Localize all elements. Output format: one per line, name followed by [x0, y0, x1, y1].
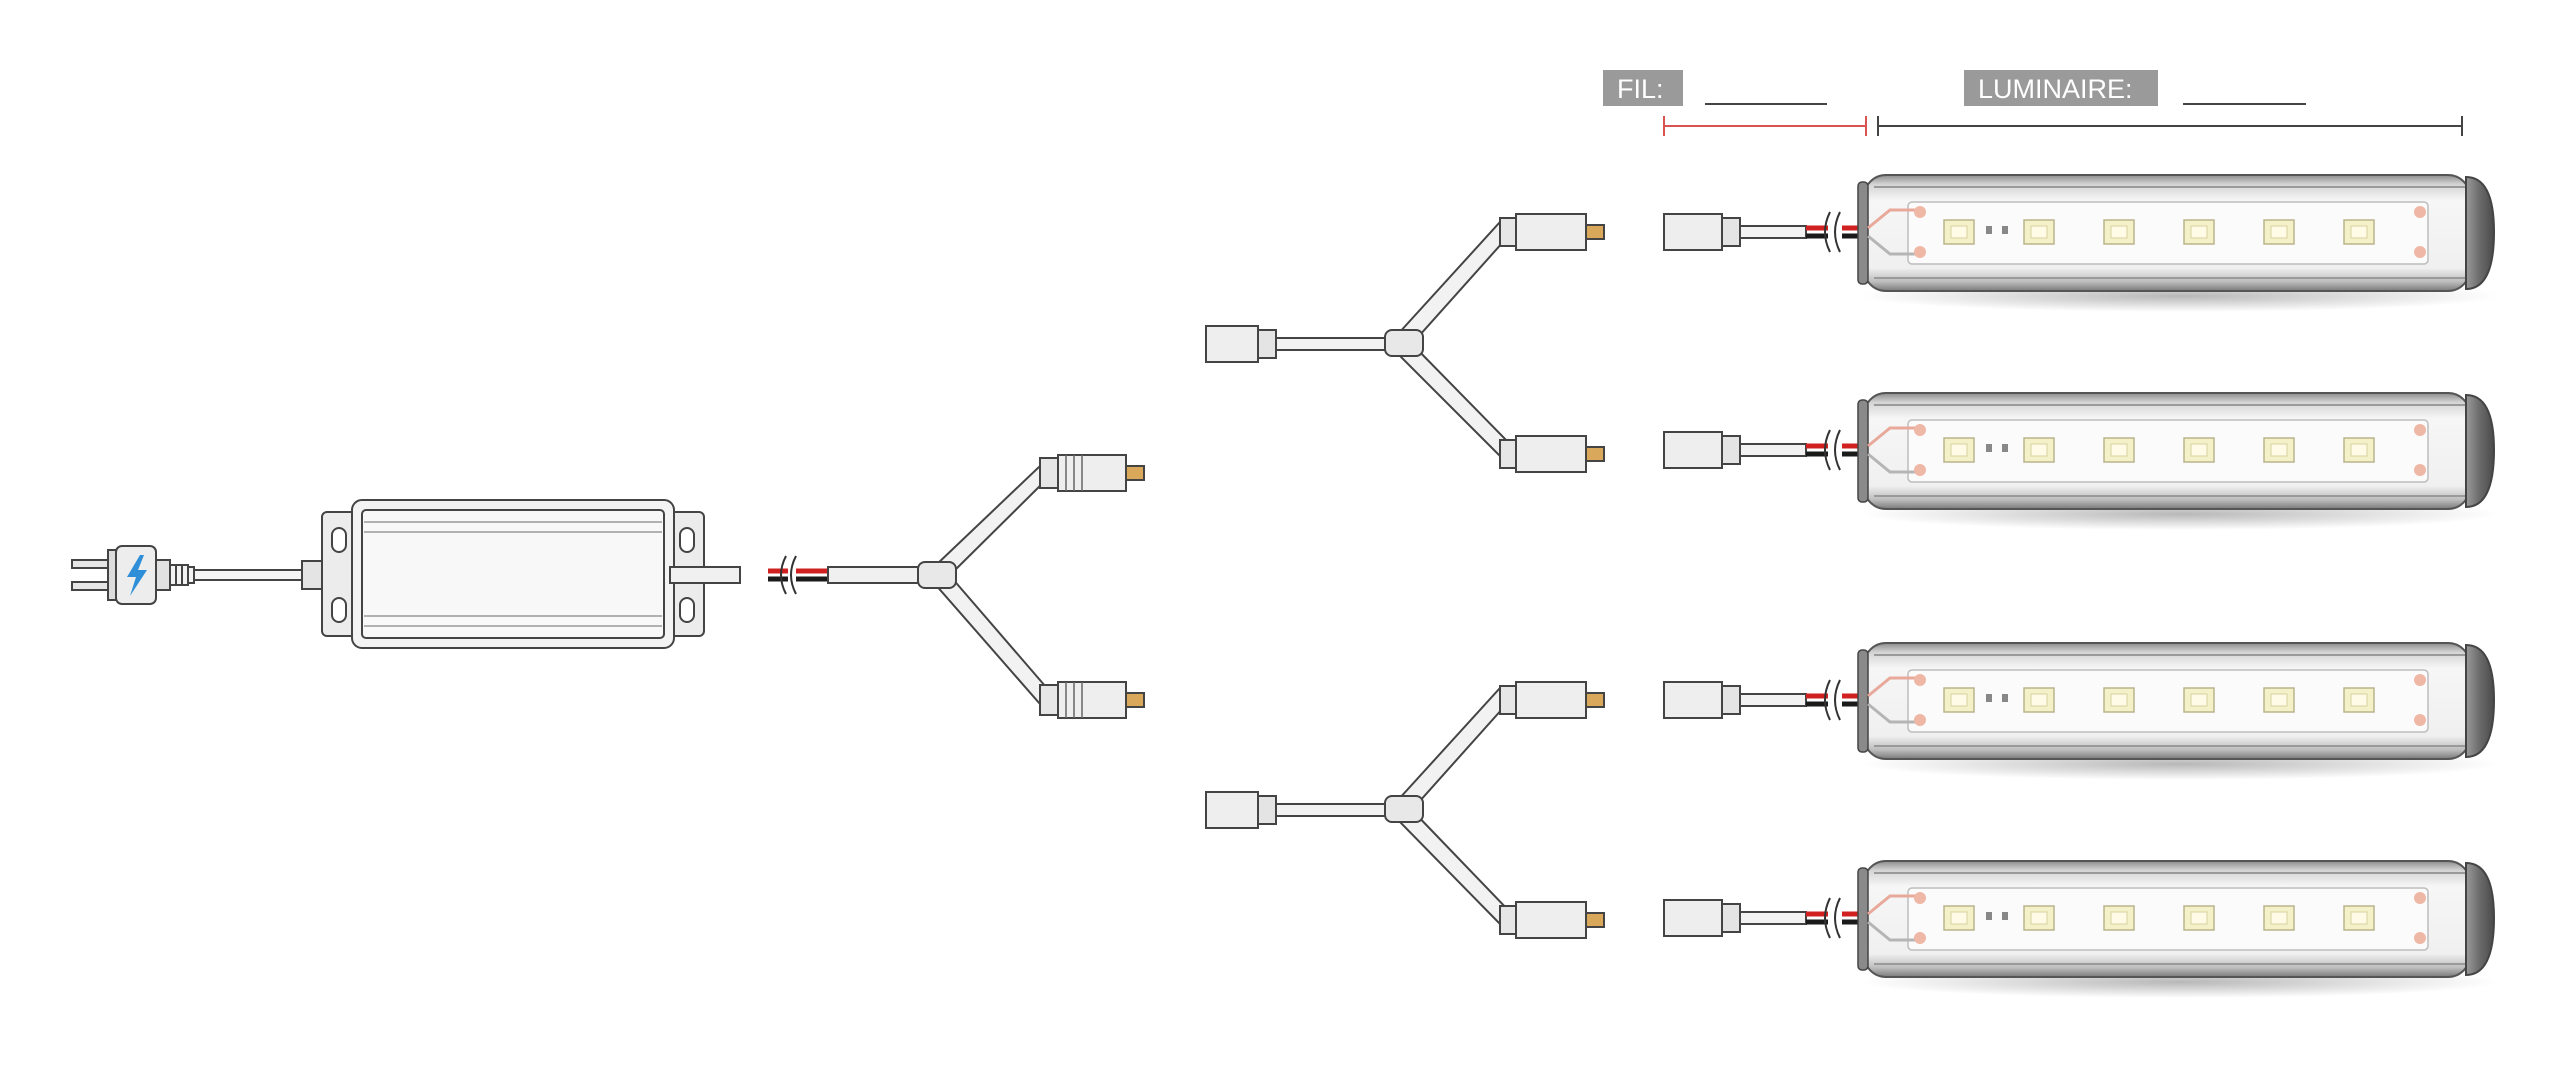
wall-plug	[71, 545, 345, 605]
wire-break-mark	[1824, 679, 1841, 721]
led-chip	[2343, 905, 2375, 931]
dc-female-lead	[1663, 679, 1868, 721]
led-strip	[1907, 419, 2429, 483]
led-chip	[1943, 687, 1975, 713]
solder-pad	[1914, 714, 1926, 726]
led-chip	[2343, 687, 2375, 713]
lightning-bolt-icon	[127, 555, 147, 596]
power-supply	[321, 499, 741, 649]
led-strip	[1907, 201, 2429, 265]
led-chip	[2263, 437, 2295, 463]
plug-prong-bottom	[71, 581, 113, 591]
led-chip	[2103, 219, 2135, 245]
solder-pad	[2414, 246, 2426, 258]
solder-pad	[2414, 892, 2426, 904]
solder-pad	[1914, 424, 1926, 436]
fixture-end-cap	[2465, 643, 2496, 759]
dc-female-lead	[1663, 429, 1868, 471]
fixture-label-box	[1964, 70, 2158, 106]
dc-male-plug-bottom	[1125, 692, 1145, 708]
led-chip	[2263, 219, 2295, 245]
led-chip	[2023, 219, 2055, 245]
wire-label: FIL:	[1617, 74, 1664, 104]
led-fixture	[1663, 392, 2500, 530]
fixture-label: LUMINAIRE:	[1978, 74, 2133, 104]
wire-break-mark	[1824, 897, 1841, 939]
solder-pad	[1914, 674, 1926, 686]
led-chip	[2023, 905, 2055, 931]
y-junction	[917, 561, 957, 589]
led-chip	[2183, 219, 2215, 245]
led-fixture	[1663, 174, 2500, 312]
led-strip	[1907, 669, 2429, 733]
y-splitter-branch-b	[1205, 681, 1605, 939]
led-chip	[2103, 905, 2135, 931]
led-chip	[1943, 219, 1975, 245]
fixture-end-cap	[2465, 393, 2496, 509]
fixture-end-cap	[2465, 175, 2496, 291]
wire-break-mark	[1824, 211, 1841, 253]
wire-break-mark	[1824, 429, 1841, 471]
led-fixture	[1663, 642, 2500, 780]
dc-male-plug-top	[1125, 465, 1145, 481]
dc-female-jack	[1205, 325, 1259, 363]
solder-pad	[1914, 206, 1926, 218]
led-fixtures	[1663, 174, 2500, 998]
led-chip	[2103, 687, 2135, 713]
solder-pad	[1914, 246, 1926, 258]
led-chip	[1943, 905, 1975, 931]
led-chip	[2183, 687, 2215, 713]
solder-pad	[1914, 932, 1926, 944]
dc-female-lead	[1663, 211, 1868, 253]
led-chip	[2183, 905, 2215, 931]
solder-pad	[2414, 424, 2426, 436]
solder-pad	[2414, 714, 2426, 726]
led-chip	[2263, 687, 2295, 713]
y-junction	[1384, 795, 1424, 823]
solder-pad	[1914, 464, 1926, 476]
output-lead	[768, 555, 929, 595]
wire-break-mark	[780, 555, 797, 595]
led-chip	[2023, 687, 2055, 713]
dc-female-jack	[1205, 791, 1259, 829]
led-chip	[2343, 219, 2375, 245]
led-chip	[1943, 437, 1975, 463]
solder-pad	[2414, 464, 2426, 476]
solder-pad	[2414, 932, 2426, 944]
led-strip	[1907, 887, 2429, 951]
wire-dimension: FIL:	[1603, 70, 1867, 136]
solder-pad	[2414, 206, 2426, 218]
led-fixture	[1663, 860, 2500, 998]
solder-pad	[2414, 674, 2426, 686]
y-junction	[1384, 329, 1424, 357]
y-splitter-branch-a	[1205, 213, 1605, 473]
plug-prong-top	[71, 559, 113, 569]
led-chip	[2023, 437, 2055, 463]
wire-label-box	[1603, 70, 1683, 106]
solder-pad	[1914, 892, 1926, 904]
led-chip	[2343, 437, 2375, 463]
dc-female-lead	[1663, 897, 1868, 939]
led-chip	[2183, 437, 2215, 463]
led-chip	[2103, 437, 2135, 463]
fixture-end-cap	[2465, 861, 2496, 977]
y-splitter-main	[917, 454, 1145, 719]
fixture-dimension: LUMINAIRE:	[1877, 70, 2463, 136]
output-cord	[669, 566, 741, 584]
led-chip	[2263, 905, 2295, 931]
